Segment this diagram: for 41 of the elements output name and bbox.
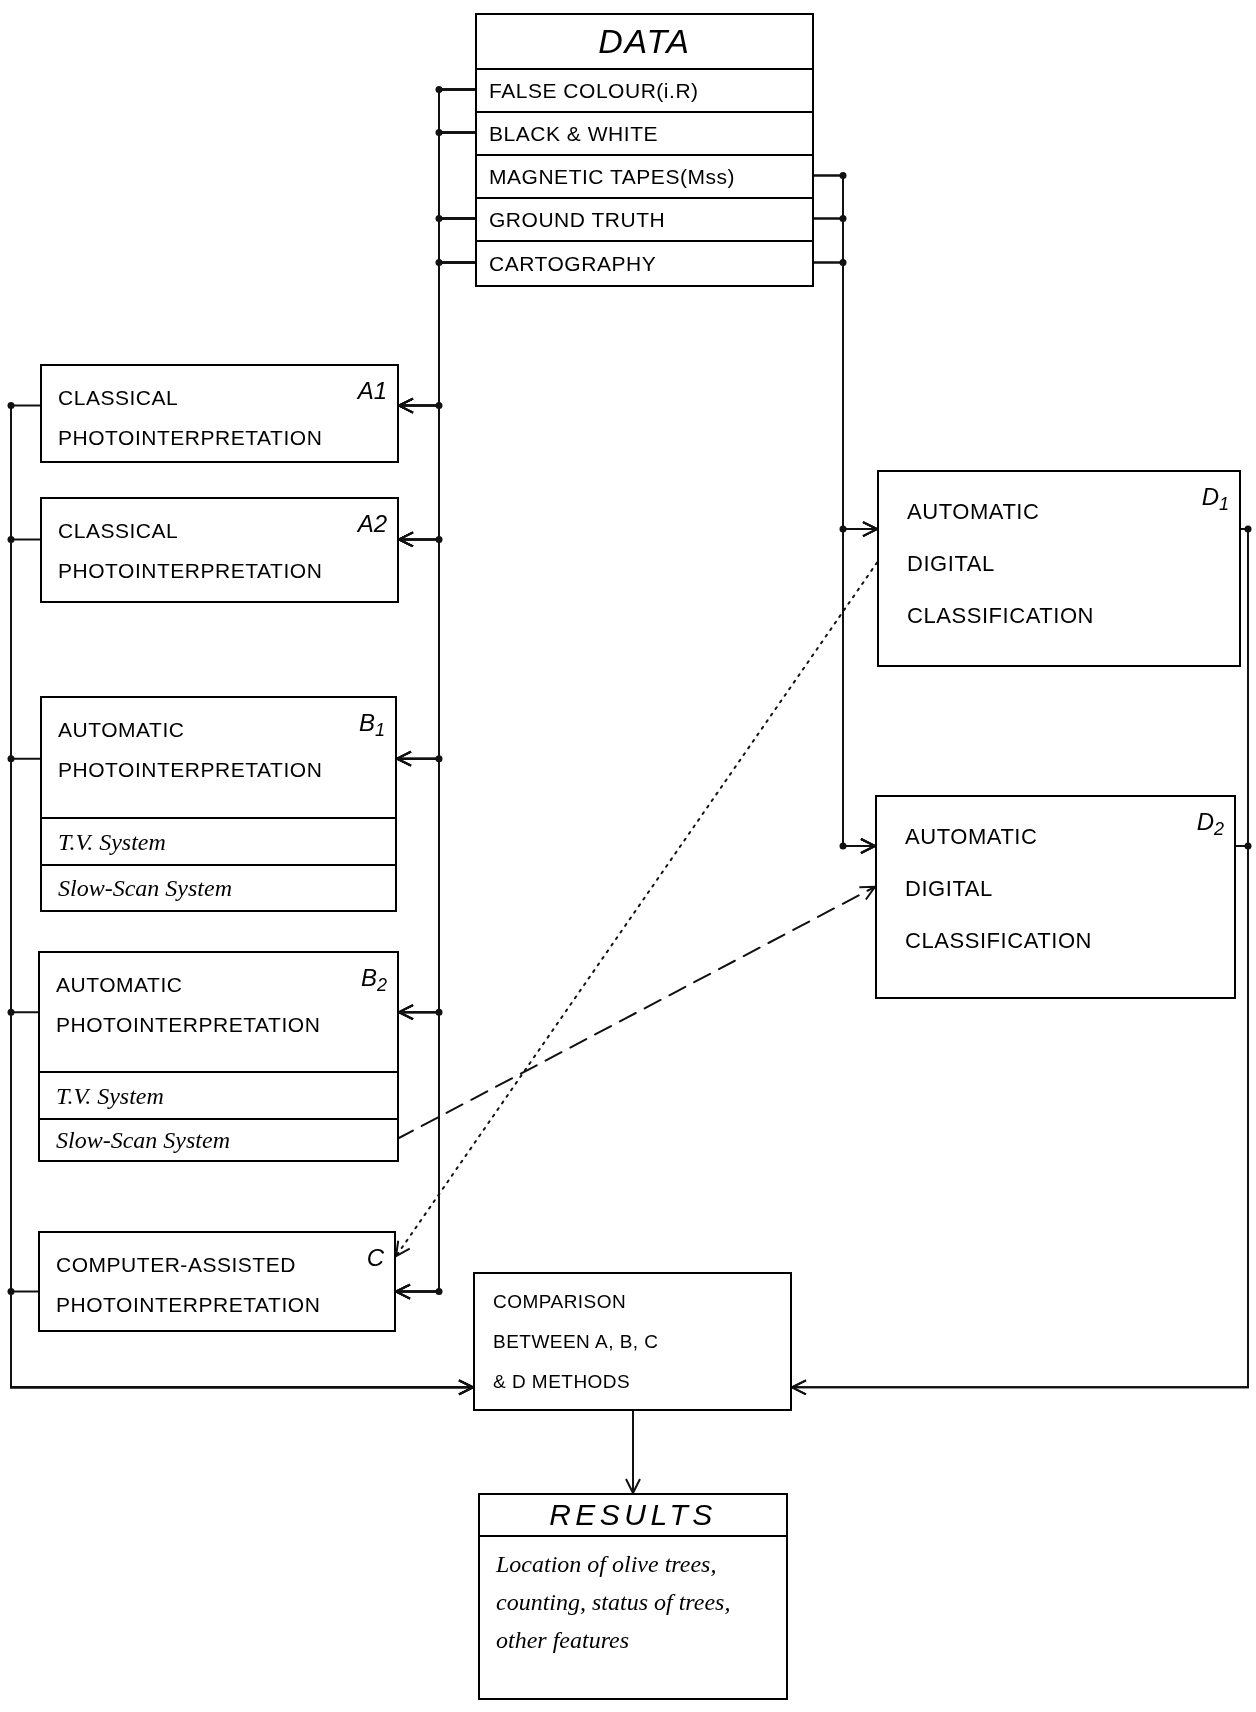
data-table bbox=[475, 13, 814, 287]
box-text: CLASSICAL PHOTOINTERPRETATION bbox=[58, 518, 324, 584]
method-label: A2 bbox=[357, 509, 387, 539]
comparison-box bbox=[473, 1272, 792, 1411]
box-text: AUTOMATIC DIGITAL CLASSIFICATION bbox=[907, 498, 1095, 630]
row-text: Slow-Scan System bbox=[58, 874, 232, 902]
row-text: FALSE COLOUR(i.R) bbox=[489, 77, 699, 104]
method-box bbox=[38, 1231, 396, 1332]
box-text: COMPUTER-ASSISTED PHOTOINTERPRETATION bbox=[56, 1252, 322, 1318]
method-label: B$_{2}$ bbox=[360, 963, 387, 993]
method-label: D$_{2}$ bbox=[1196, 807, 1224, 837]
box-text: CLASSICAL PHOTOINTERPRETATION bbox=[58, 385, 324, 451]
method-label: A1 bbox=[357, 376, 387, 406]
connector-arrow bbox=[10, 1290, 474, 1396]
box-text: AUTOMATIC PHOTOINTERPRETATION bbox=[58, 717, 324, 783]
table-title: DATA bbox=[597, 21, 692, 61]
method-label: B$_{1}$ bbox=[358, 708, 385, 738]
row-text: GROUND TRUTH bbox=[489, 206, 666, 233]
dotted-arrow bbox=[395, 561, 878, 1258]
row-text: BLACK & WHITE bbox=[489, 120, 659, 147]
method-box bbox=[40, 696, 397, 912]
box-text: COMPARISON BETWEEN A, B, C & D METHODS bbox=[493, 1290, 660, 1394]
method-box bbox=[38, 951, 399, 1162]
box-text: AUTOMATIC DIGITAL CLASSIFICATION bbox=[905, 823, 1093, 955]
method-box bbox=[877, 470, 1241, 667]
connector-arrow bbox=[791, 845, 1249, 1396]
method-box bbox=[875, 795, 1236, 999]
row-text: MAGNETIC TAPES(Mss) bbox=[489, 163, 736, 190]
results-box bbox=[478, 1493, 788, 1700]
row-text: Slow-Scan System bbox=[56, 1126, 230, 1154]
row-text: T.V. System bbox=[58, 827, 166, 856]
method-box bbox=[40, 497, 399, 603]
results-text: Location of olive trees, counting, status of trees, other features bbox=[495, 1550, 732, 1655]
method-label: C bbox=[366, 1243, 384, 1273]
row-text: T.V. System bbox=[56, 1081, 164, 1110]
method-label: D$_{1}$ bbox=[1201, 482, 1229, 512]
method-box bbox=[40, 364, 399, 463]
results-title: RESULTS bbox=[480, 1495, 786, 1537]
row-text: CARTOGRAPHY bbox=[489, 250, 657, 277]
connector-arrow bbox=[625, 1410, 641, 1494]
box-text: AUTOMATIC PHOTOINTERPRETATION bbox=[56, 972, 322, 1038]
